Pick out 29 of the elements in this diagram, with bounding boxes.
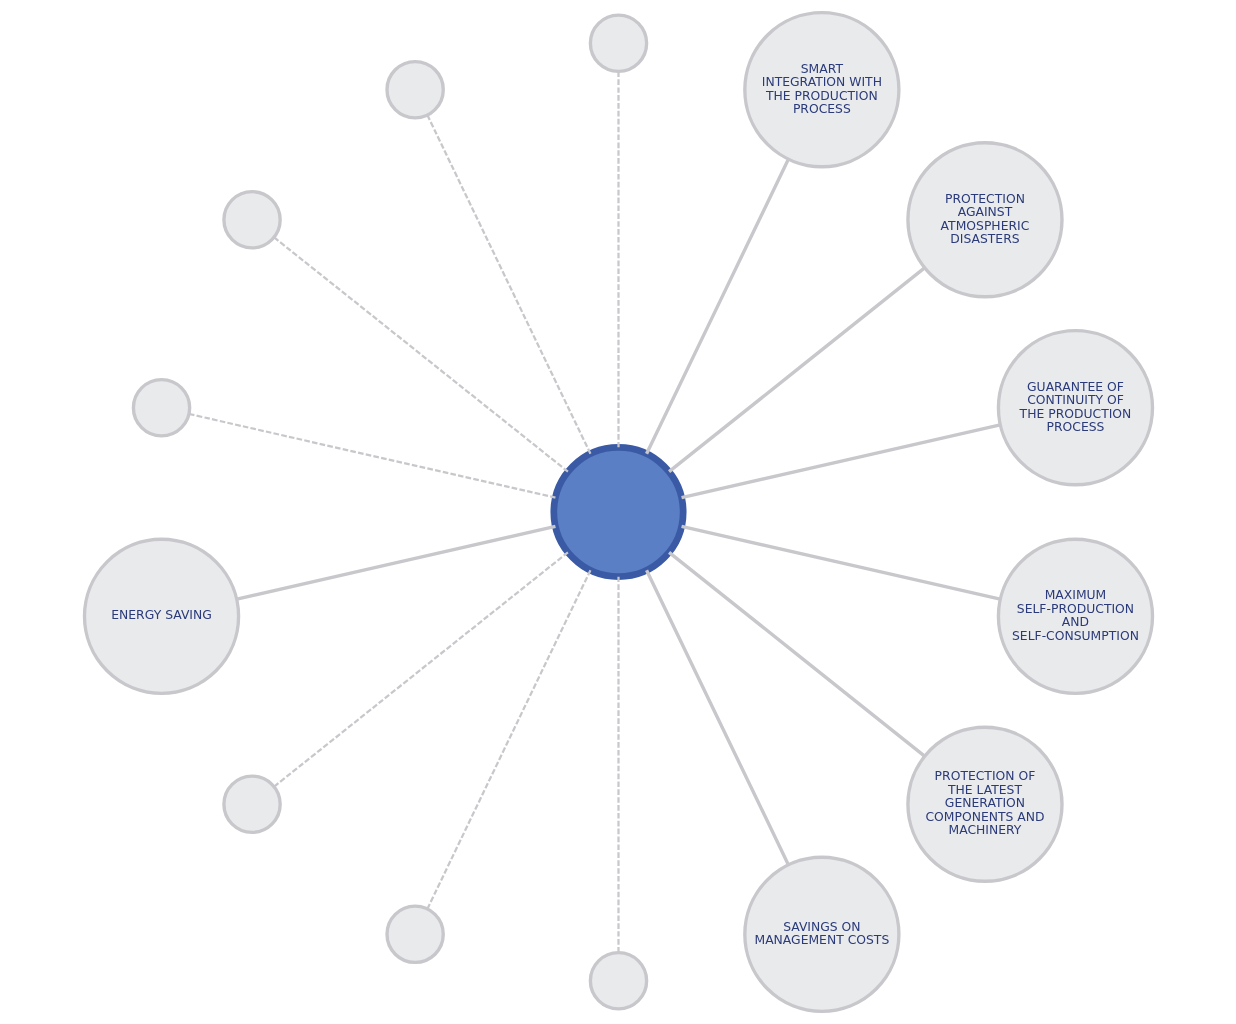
node-circle: [221, 774, 282, 835]
connector: [273, 551, 569, 788]
node-circle: ENERGY SAVING: [82, 537, 240, 696]
node-circle: PROTECTION AGAINST ATMOSPHERIC DISASTERS: [905, 141, 1064, 299]
connector: [425, 569, 591, 910]
node-circle: [221, 189, 282, 250]
node-circle: SMART INTEGRATION WITH THE PRODUCTION PROCESS: [742, 10, 901, 169]
connector: [616, 71, 620, 448]
connector: [680, 423, 1001, 500]
node-circle: [549, 443, 687, 581]
connector: [667, 551, 926, 758]
node-circle: [384, 904, 445, 965]
node-circle: [131, 377, 191, 438]
connector: [680, 524, 1001, 601]
node-circle: [588, 13, 648, 74]
connector: [644, 569, 790, 866]
connector: [273, 236, 569, 473]
connector: [425, 114, 591, 455]
node-circle: [588, 950, 648, 1011]
connector: [667, 266, 926, 473]
connector: [616, 576, 620, 953]
connector: [188, 412, 556, 499]
node-circle: SAVINGS ON MANAGEMENT COSTS: [742, 855, 901, 1014]
connector: [644, 158, 790, 455]
node-circle: GUARANTEE OF CONTINUITY OF THE PRODUCTION PROCESS: [996, 328, 1154, 487]
node-circle: PROTECTION OF THE LATEST GENERATION COMPONENTS AND MACHINERY: [905, 725, 1064, 883]
node-circle: MAXIMUM SELF-PRODUCTION AND SELF-CONSUMPTION: [996, 537, 1154, 696]
node-circle: [384, 59, 445, 120]
connector: [235, 524, 556, 601]
